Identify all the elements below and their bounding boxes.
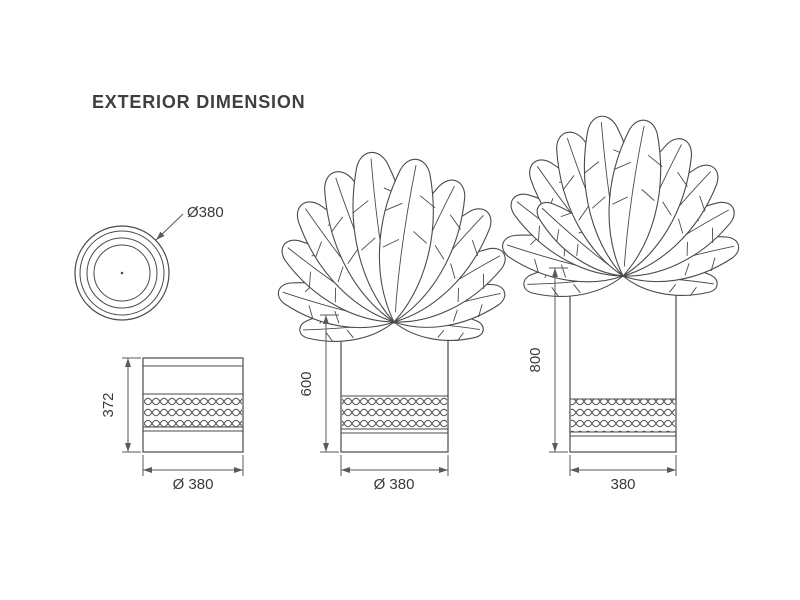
top-view-circle — [86, 237, 158, 309]
top-view-plan: Ø380 — [74, 204, 224, 321]
planter-small-view: 372 Ø 380 — [100, 357, 244, 493]
planter-medium-view: 600 Ø 380 — [271, 147, 516, 493]
weave-band — [571, 399, 675, 432]
height-dimension-label: 800 — [527, 347, 544, 372]
width-dimension: 380 — [569, 455, 677, 493]
top-view-circle — [79, 230, 165, 316]
width-dimension: Ø 380 — [340, 455, 449, 493]
page-title: EXTERIOR DIMENSION — [92, 92, 305, 112]
top-view-circle — [74, 225, 170, 321]
height-dimension: 800 — [527, 267, 568, 453]
height-dimension: 600 — [298, 314, 339, 453]
width-dimension-label: Ø 380 — [374, 476, 415, 493]
top-view-center-mark — [120, 271, 124, 275]
height-dimension-label: 600 — [298, 371, 315, 396]
planter-large-view: 800 380 — [497, 112, 745, 493]
weave-band — [144, 394, 242, 427]
diameter-leader-line — [155, 213, 184, 241]
weave-band — [342, 396, 447, 429]
width-dimension: Ø 380 — [142, 455, 244, 493]
width-dimension-label: 380 — [610, 476, 635, 493]
height-dimension-label: 372 — [100, 392, 117, 417]
width-dimension-label: Ø 380 — [173, 476, 214, 493]
height-dimension: 372 — [100, 357, 141, 453]
plant-foliage — [271, 147, 516, 346]
plant-foliage — [497, 112, 745, 301]
diameter-label: Ø380 — [187, 204, 224, 221]
top-view-circle — [93, 244, 151, 302]
